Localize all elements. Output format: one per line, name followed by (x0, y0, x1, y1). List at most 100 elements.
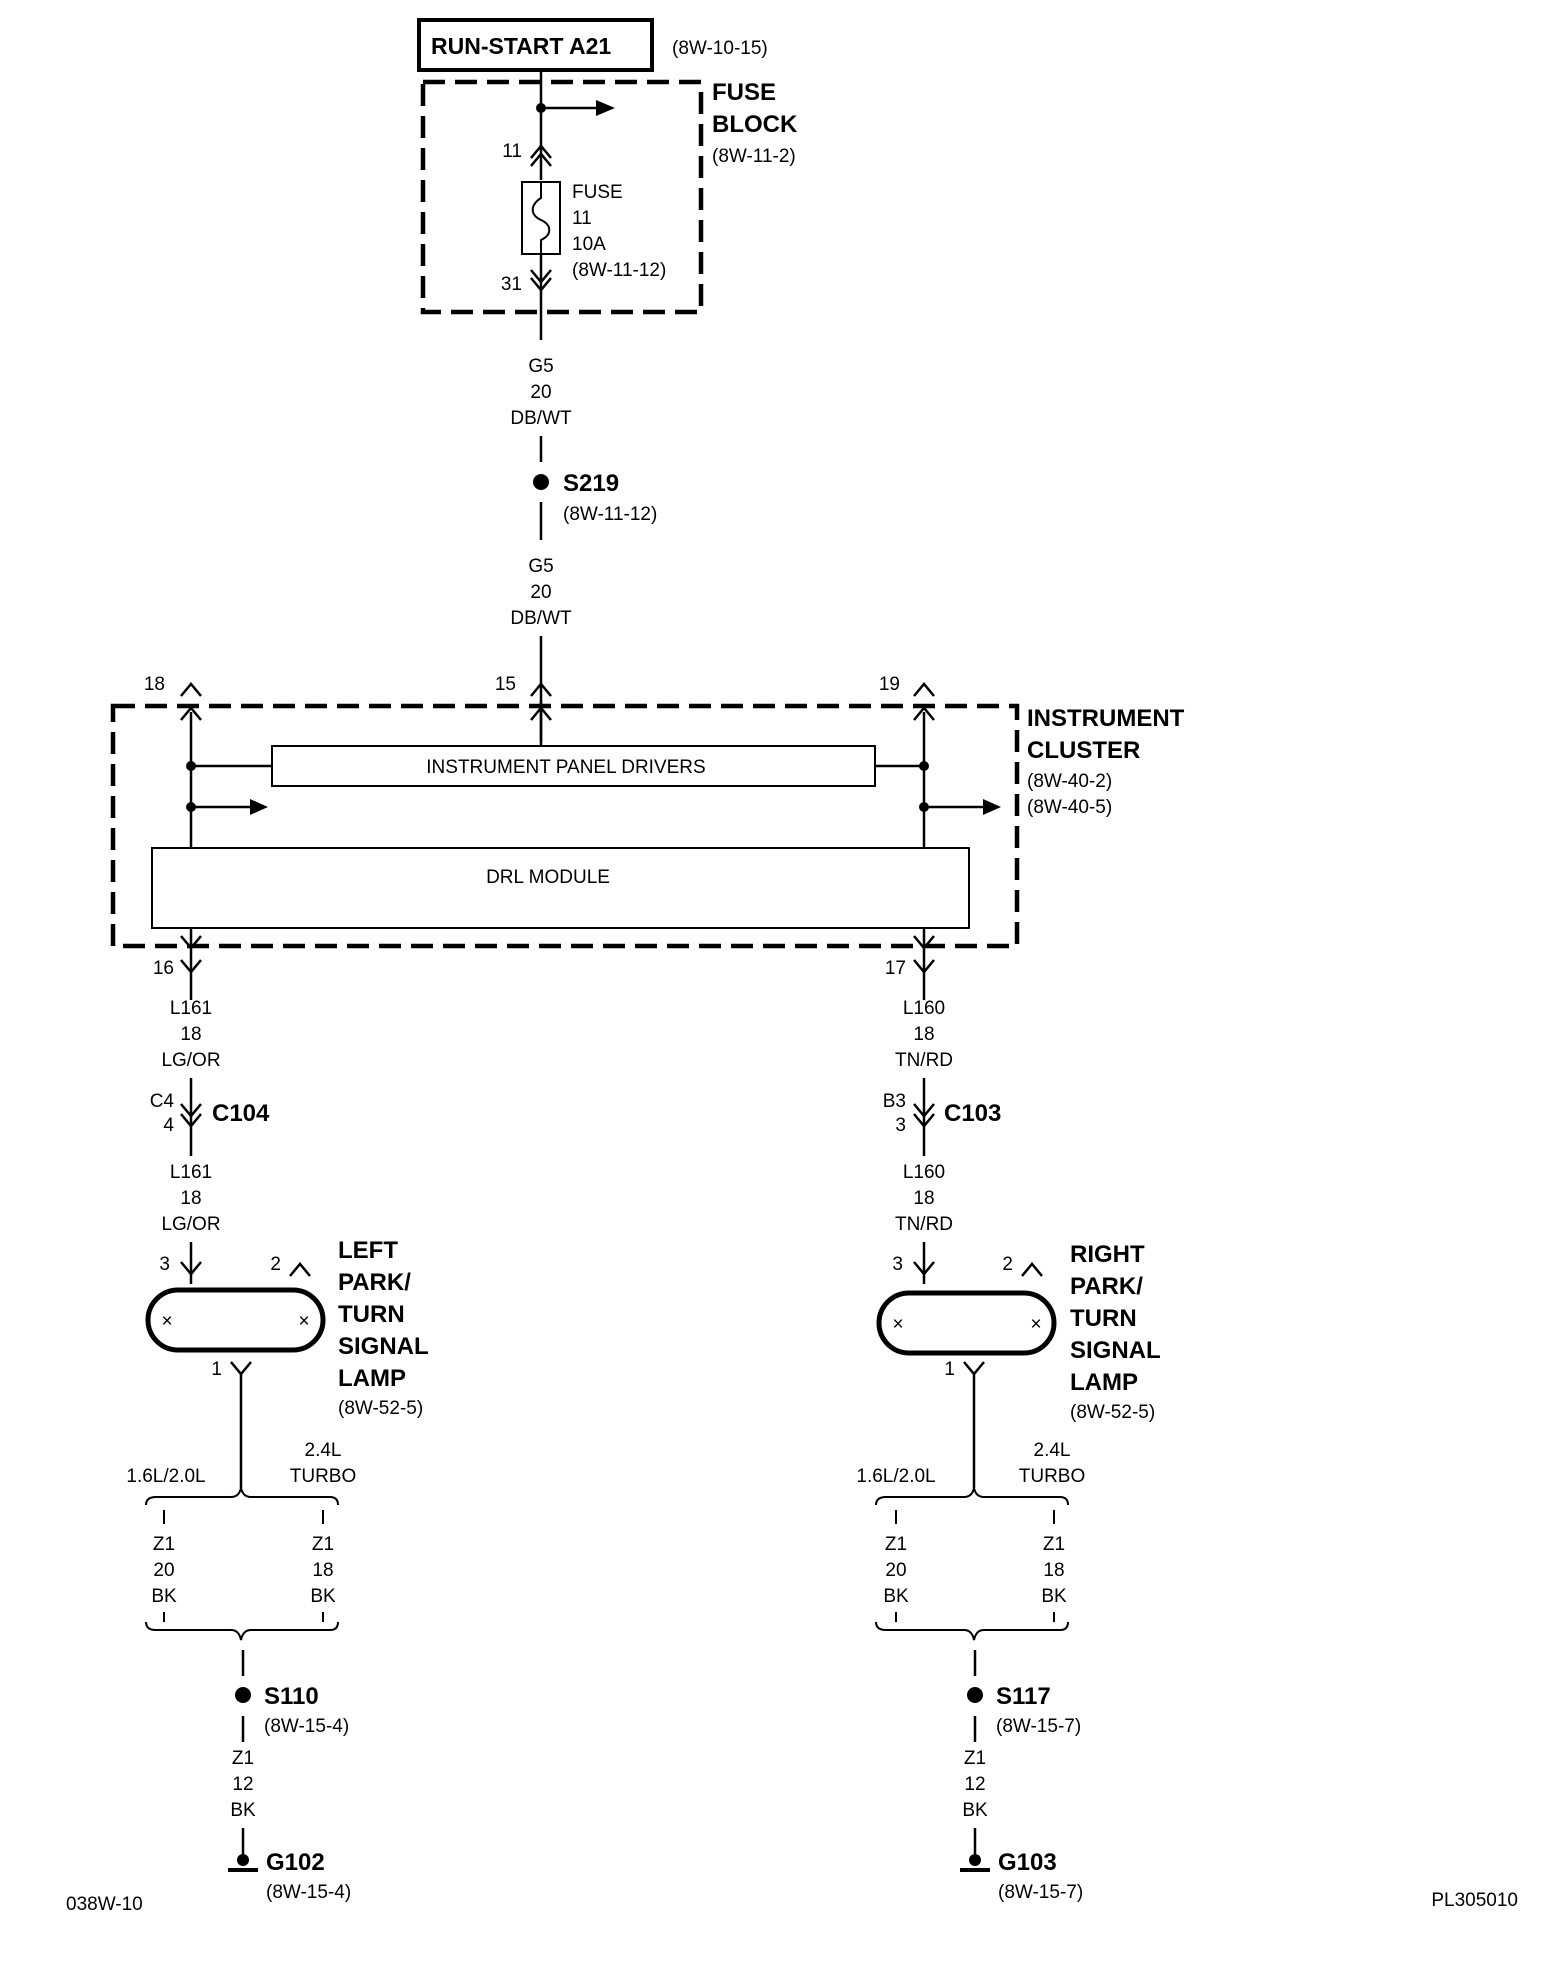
cluster-ref-2: (8W-40-5) (1027, 797, 1112, 818)
run-start-label: RUN-START A21 (431, 33, 611, 59)
splice-s110-dot (235, 1687, 251, 1703)
cluster-pin-15: 15 (495, 674, 516, 695)
left-wire-b-gauge: 18 (312, 1560, 333, 1581)
splice-s117-label: S117 (996, 1683, 1051, 1710)
panel-drivers-label: INSTRUMENT PANEL DRIVERS (426, 757, 705, 778)
arrow-up-icon (530, 706, 552, 721)
fuse-block-ref: (8W-11-2) (712, 146, 796, 167)
right-wire-a-color: BK (883, 1586, 909, 1607)
left-option-b-1: 2.4L (305, 1440, 342, 1461)
pin-chevron-icon (530, 152, 552, 167)
left-option-b-2: TURBO (290, 1466, 357, 1487)
fuse-ref: (8W-11-12) (572, 260, 666, 281)
right-wire-upper-circuit: L160 (903, 998, 945, 1019)
left-wire-a-gauge: 20 (153, 1560, 174, 1581)
right-wire-upper-gauge: 18 (913, 1024, 934, 1045)
c103-pin-a: B3 (883, 1091, 906, 1112)
right-option-b-1: 2.4L (1034, 1440, 1071, 1461)
left-ground-wire-circuit: Z1 (232, 1748, 254, 1769)
lamp-filament-icon: × (161, 1311, 172, 1332)
right-lamp-body (876, 1290, 1057, 1356)
left-lamp-pin-2: 2 (270, 1254, 281, 1275)
pin-chevron-icon (530, 269, 552, 284)
connector-c104-label: C104 (212, 1100, 270, 1127)
pin-chevron-icon (530, 277, 552, 292)
drl-module-label: DRL MODULE (486, 867, 610, 888)
junction-dot (919, 761, 929, 771)
wire-g5-bottom-color: DB/WT (510, 608, 572, 629)
fuse-pin-in: 11 (502, 141, 522, 162)
connector-c103-label: C103 (944, 1100, 1001, 1127)
branch-arrow-icon (983, 799, 1001, 815)
lamp-filament-icon: × (298, 1311, 309, 1332)
arrow-up-icon (913, 706, 935, 721)
arrow-down-icon (913, 935, 935, 950)
left-ground-wire-gauge: 12 (232, 1774, 253, 1795)
c104-pin-b: 4 (163, 1115, 174, 1136)
connector-chevron-icon (180, 1113, 202, 1128)
cluster-title-1: INSTRUMENT (1027, 705, 1185, 732)
option-brace-bottom (145, 1621, 339, 1641)
wire-g5-bottom-gauge: 20 (530, 582, 551, 603)
footer-left-code: 038W-10 (66, 1894, 143, 1915)
right-wire-lower-circuit: L160 (903, 1162, 945, 1183)
cluster-title-2: CLUSTER (1027, 737, 1140, 764)
cluster-pin-17: 17 (885, 958, 906, 979)
fuse-label-2: 11 (572, 208, 592, 229)
option-brace-top (875, 1487, 1069, 1506)
right-wire-a-gauge: 20 (885, 1560, 906, 1581)
pin-chevron-icon (913, 1261, 935, 1276)
connector-chevron-icon (913, 1103, 935, 1118)
connector-chevron-icon (180, 1103, 202, 1118)
right-lamp-pin-3: 3 (892, 1254, 903, 1275)
connector-chevron-icon (913, 1113, 935, 1128)
ground-g102-ref: (8W-15-4) (266, 1882, 351, 1903)
junction-dot (186, 761, 196, 771)
left-wire-upper-color: LG/OR (161, 1050, 220, 1071)
right-ground-wire-gauge: 12 (964, 1774, 985, 1795)
right-lamp-title-2: PARK/ (1070, 1273, 1143, 1300)
right-wire-a-circuit: Z1 (885, 1534, 907, 1555)
splice-s117-ref: (8W-15-7) (996, 1716, 1081, 1737)
cluster-pin-18: 18 (144, 674, 165, 695)
pin-chevron-icon (913, 959, 935, 974)
left-wire-upper-circuit: L161 (170, 998, 212, 1019)
fuse-label-1: FUSE (572, 182, 623, 203)
right-lamp-pin-2: 2 (1002, 1254, 1013, 1275)
left-wire-lower-circuit: L161 (170, 1162, 212, 1183)
pin-chevron-icon (180, 959, 202, 974)
left-ground-wire-color: BK (230, 1800, 256, 1821)
footer-right-code: PL305010 (1431, 1890, 1518, 1911)
wire-g5-bottom-circuit: G5 (528, 556, 553, 577)
right-wire-b-gauge: 18 (1043, 1560, 1064, 1581)
right-wire-b-color: BK (1041, 1586, 1067, 1607)
right-lamp-title-5: LAMP (1070, 1369, 1138, 1396)
wire-g5-top-circuit: G5 (528, 356, 553, 377)
left-wire-upper-gauge: 18 (180, 1024, 201, 1045)
left-wire-b-color: BK (310, 1586, 336, 1607)
right-lamp-pin-1: 1 (944, 1359, 955, 1380)
pin-chevron-icon (289, 1262, 311, 1277)
arrow-down-icon (180, 935, 202, 950)
ground-icon (969, 1854, 981, 1866)
pin-chevron-icon (530, 682, 552, 697)
run-start-ref: (8W-10-15) (672, 38, 768, 59)
branch-arrow-icon (596, 100, 615, 116)
cluster-ref-1: (8W-40-2) (1027, 771, 1112, 792)
right-ground-wire-circuit: Z1 (964, 1748, 986, 1769)
ground-g103-label: G103 (998, 1849, 1057, 1876)
fuse-block-title-1: FUSE (712, 79, 776, 106)
pin-chevron-icon (913, 682, 935, 697)
drl-module-box (151, 847, 970, 929)
left-wire-lower-color: LG/OR (161, 1214, 220, 1235)
right-lamp-ref: (8W-52-5) (1070, 1402, 1155, 1423)
splice-s117-dot (967, 1687, 983, 1703)
right-lamp-title-3: TURN (1070, 1305, 1137, 1332)
right-ground-wire-color: BK (962, 1800, 988, 1821)
c104-pin-a: C4 (150, 1091, 175, 1112)
splice-s219-ref: (8W-11-12) (563, 504, 657, 525)
arrow-up-icon (180, 706, 202, 721)
left-wire-lower-gauge: 18 (180, 1188, 201, 1209)
pin-chevron-icon (1021, 1262, 1043, 1277)
